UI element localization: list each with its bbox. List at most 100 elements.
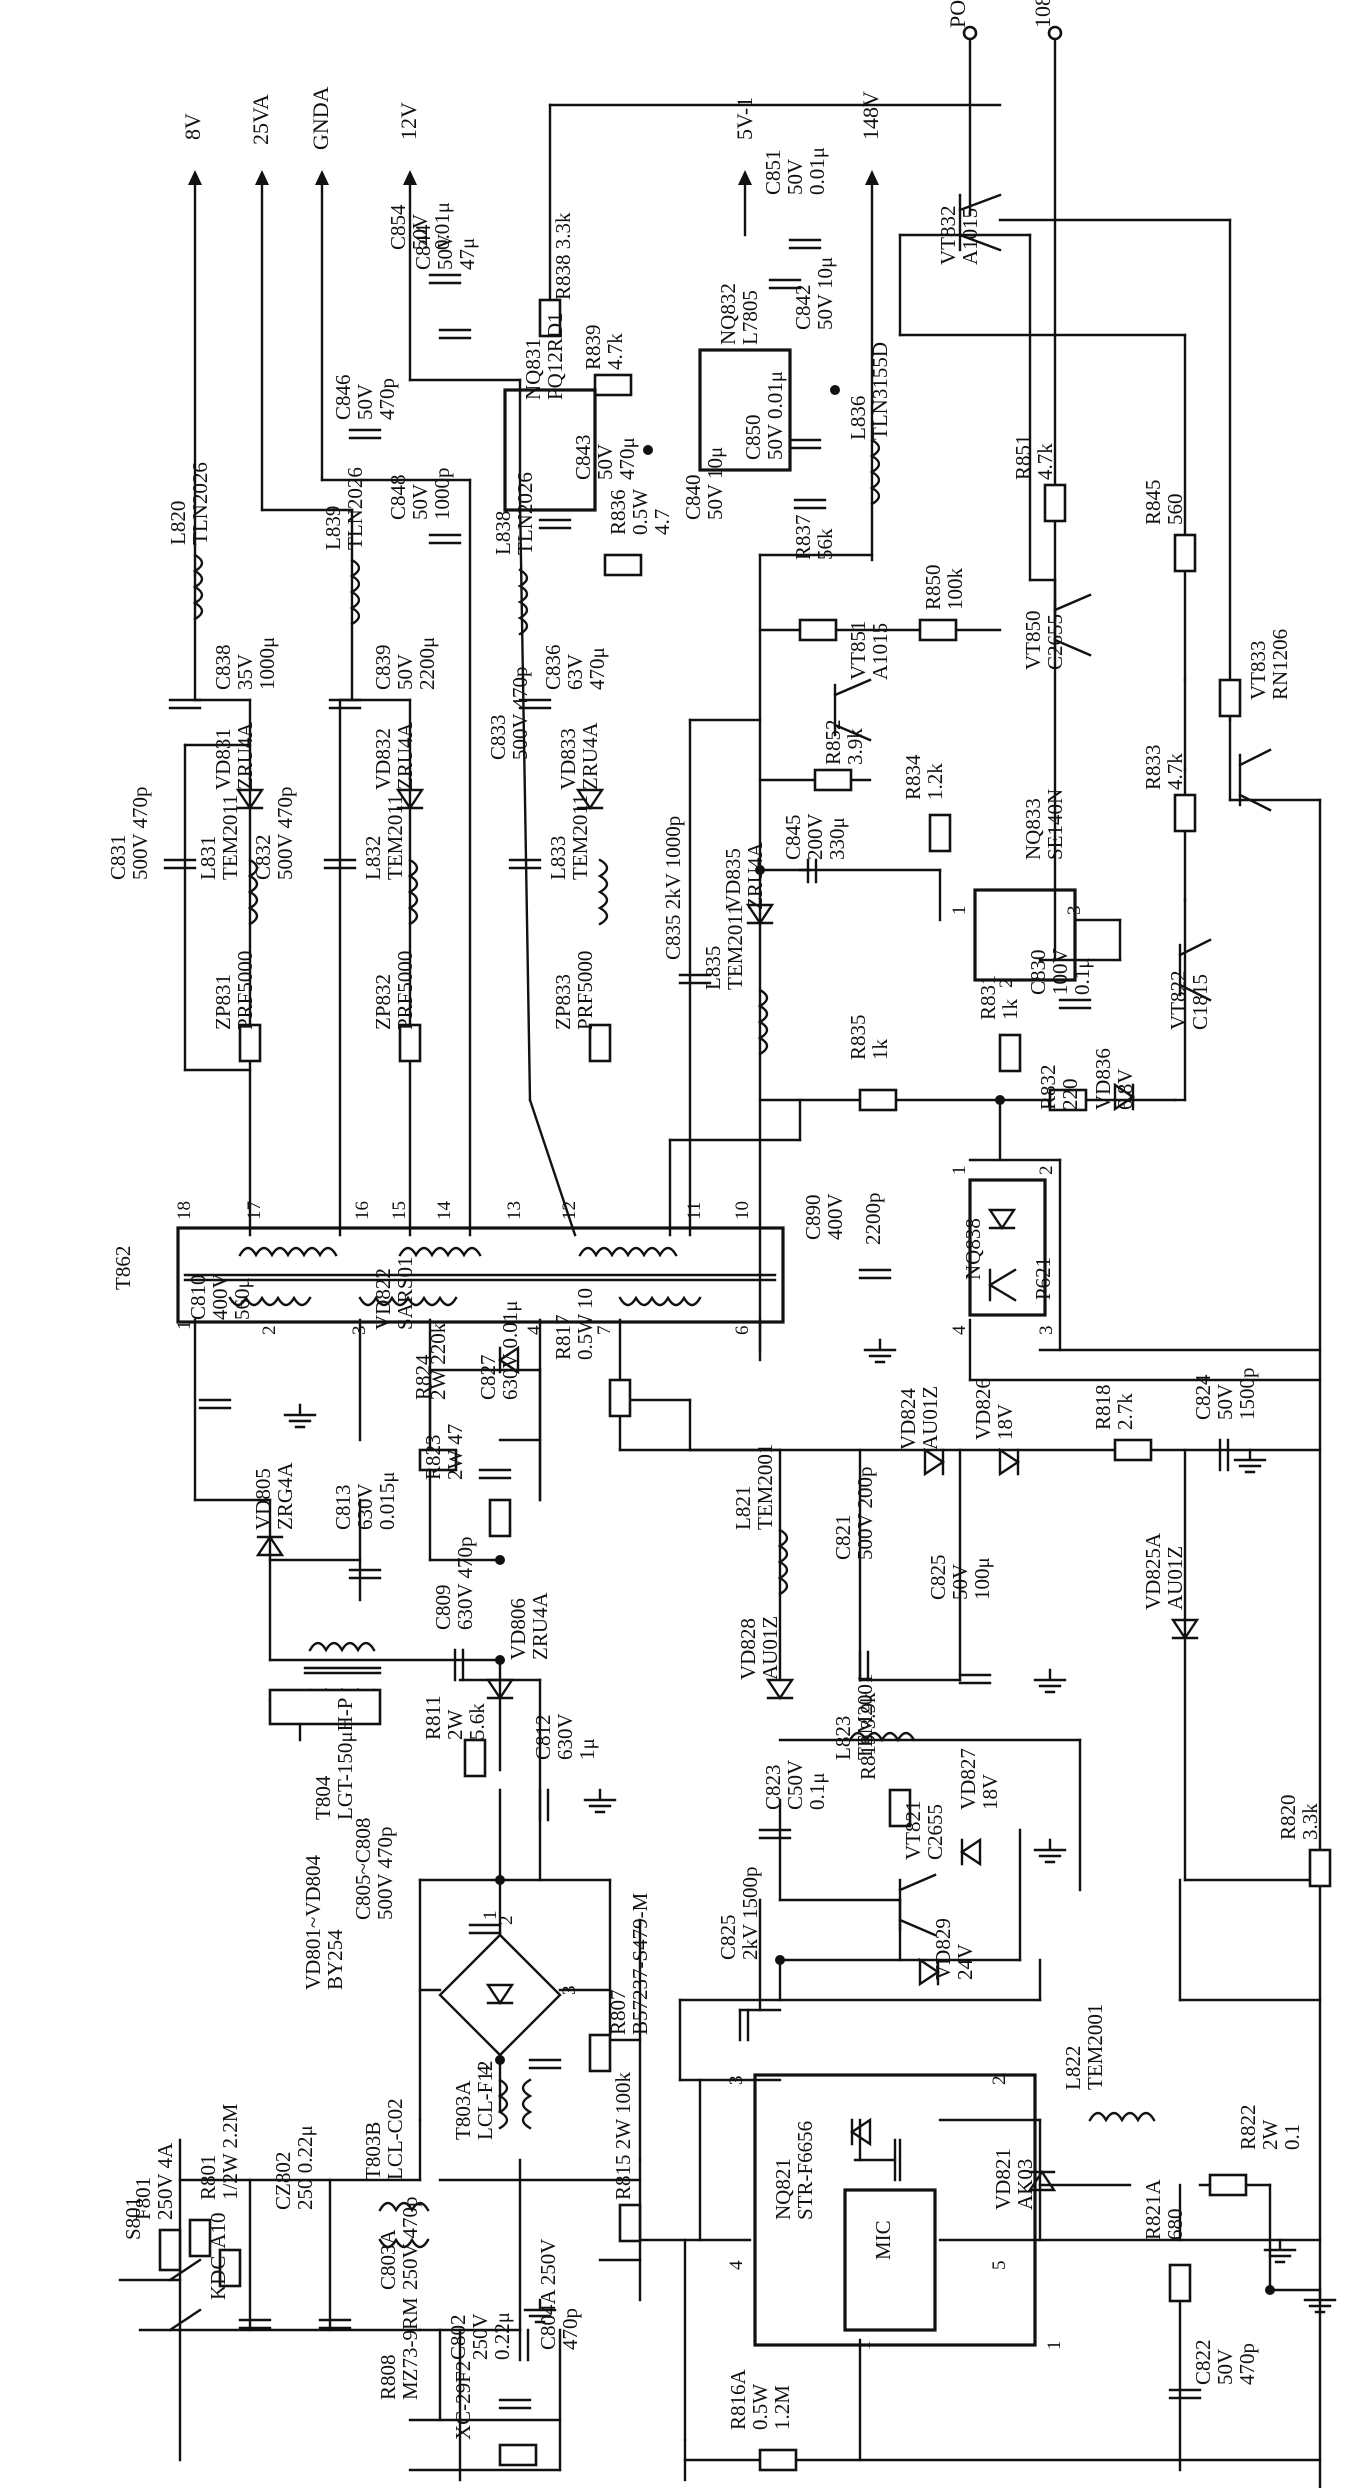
label-r821a: R821A680 [1141,2178,1187,2240]
label-l831: L831TEM2011 [196,794,242,880]
label-c840: C84050V 10μ [681,447,727,520]
label-mic: MIC [871,2220,895,2260]
pin-t862-13: 13 [504,1201,525,1220]
label-r811: R8112W5.6k [421,1695,489,1740]
pin-nq833-1: 1 [949,906,970,916]
label-c813: C813630V0.015μ [331,1471,399,1530]
label-c830: C830100V0.1μ [1026,948,1094,995]
pin-t862-11: 11 [684,1202,705,1220]
label-c822: C82250V470p [1191,2339,1259,2385]
label-r822: R8222W0.1 [1236,2104,1304,2150]
label-t862: T862 [111,1246,135,1290]
label-r834: R8341.2k [901,754,947,800]
label-vt822: VT822C1815 [1166,971,1212,1031]
rail-label-r12v: 12V [396,102,421,140]
rail-label-r8v: 8V [180,113,205,140]
label-r824v: 2W 220k [426,1322,450,1400]
rail-label-rgnda: GNDA [308,86,333,150]
pin-nq838-2: 2 [1036,1166,1057,1176]
label-l822: L822TEM2001 [1061,2004,1107,2090]
label-c802: C802250V0.22μ [446,2312,514,2360]
label-vt833: VT833RN1206 [1246,629,1292,700]
label-nq831: NQ831PQ12RD1 [521,312,567,400]
pin-bridge-1: 1 [480,1911,501,1921]
label-c845: C845200V330μ [781,813,849,860]
pin-t862-14: 14 [434,1201,455,1221]
label-r818: R8182.7k [1091,1384,1137,1430]
wiring [118,38,1322,2488]
transformer-t862 [176,1226,785,1324]
label-cz802: CZ802250 0.22μ [271,2125,317,2210]
label-c854: C85450V0.01μ [386,202,454,250]
label-f801: F801250V 4A [131,2142,177,2220]
label-r851: R8514.7k [1011,434,1057,480]
pin-t862-18: 18 [174,1201,195,1220]
label-vt821: VT821C2655 [901,1801,947,1861]
label-r807: R807B57237-S479-M [606,1892,652,2035]
label-l836: L836TLN3155D [846,342,892,440]
pin-t862-2: 2 [259,1326,280,1336]
pin-t862-17: 17 [244,1201,265,1220]
pin-nq833-3: 3 [1064,906,1085,916]
label-r838: R838 3.3k [551,212,575,300]
label-vd824: VD824AU01Z [896,1386,942,1450]
label-r817: R8170.5W 10 [551,1288,597,1360]
label-c843: C84350V470μ [571,434,639,480]
pin-t862-10: 10 [732,1201,753,1220]
label-r833: R8334.7k [1141,744,1187,790]
label-vd828: VD828AU01Z [736,1616,782,1680]
label-r801: R8011/2W 2.2M [196,2103,242,2200]
label-vd821: VD821AK03 [991,2148,1037,2210]
label-l835: L835TEM2011 [701,904,747,990]
label-l833: L833TEM2011 [546,794,592,880]
label-c809: C809630V 470p [431,1536,477,1630]
label-l832: L832TEM2011 [361,794,407,880]
label-vd801: VD801~VD804BY254 [301,1854,347,1990]
pin-nq821-2: 2 [989,2076,1010,2086]
label-t804: T804LGT-150μH-P [311,1698,357,1820]
pin-misc-1: 1 [1044,2341,1065,2351]
label-c821: C821500V 200p [831,1466,877,1560]
label-c827: C827630V 0.01μ [476,1300,522,1400]
label-r839: R8394.7k [581,324,627,370]
label-c833: C833500V 470p [486,666,532,760]
label-vt832: VT832A1015 [936,206,982,266]
pin-t862-3: 3 [349,1326,370,1336]
label-r831: R8311k [976,974,1022,1020]
label-l821: L821TEM2001 [731,1444,777,1530]
label-c825b: C8252kV 1500p [716,1866,762,1960]
label-nq832: NQ832L7805 [716,283,762,345]
label-c844: C84450V47μ [411,224,479,270]
label-vt851: VT851A1015 [846,621,892,681]
label-vd831: VD831ZRU4A [211,722,257,791]
rail-label-rpower: POWER [945,0,970,28]
label-c825a: C82550V100μ [926,1554,994,1600]
pin-nq838-1: 1 [949,1166,970,1176]
label-c824: C82450V1500p [1191,1368,1259,1421]
label-c846: C84650V470p [331,374,399,420]
label-t803b: T803BLCL-C02 [361,2098,407,2180]
label-vd805: VD805ZRG4A [251,1462,297,1531]
label-vd835: VD835ZRU4A [721,842,767,911]
label-c839: C83950V2200μ [371,637,439,690]
label-vd833: VD833ZRU4A [556,722,602,791]
label-t803a: T803ALCL-F12 [451,2061,497,2140]
pin-t862-6: 6 [732,1326,753,1336]
label-zp831: ZP831PRF5000 [211,951,257,1030]
label-c850: C85050V 0.01μ [741,371,787,460]
component-bodies [158,193,1337,2472]
pin-t862-12: 12 [559,1201,580,1220]
label-l839: L839TLN2026 [321,467,367,550]
label-c842: C84250V 10μ [791,257,837,330]
label-c804a: C804A 250V470p [536,2239,582,2350]
label-vd836: VD8366.8V [1091,1048,1137,1110]
label-xc: XC-29F2 [451,2361,475,2440]
label-p621: P621 [1031,1257,1055,1300]
label-vd827: VD82718V [956,1748,1002,1810]
label-r808: R808MZ73-9RM [376,2297,422,2400]
pin-t862-4: 4 [524,1325,545,1335]
label-c836: C83663V470μ [541,644,609,690]
